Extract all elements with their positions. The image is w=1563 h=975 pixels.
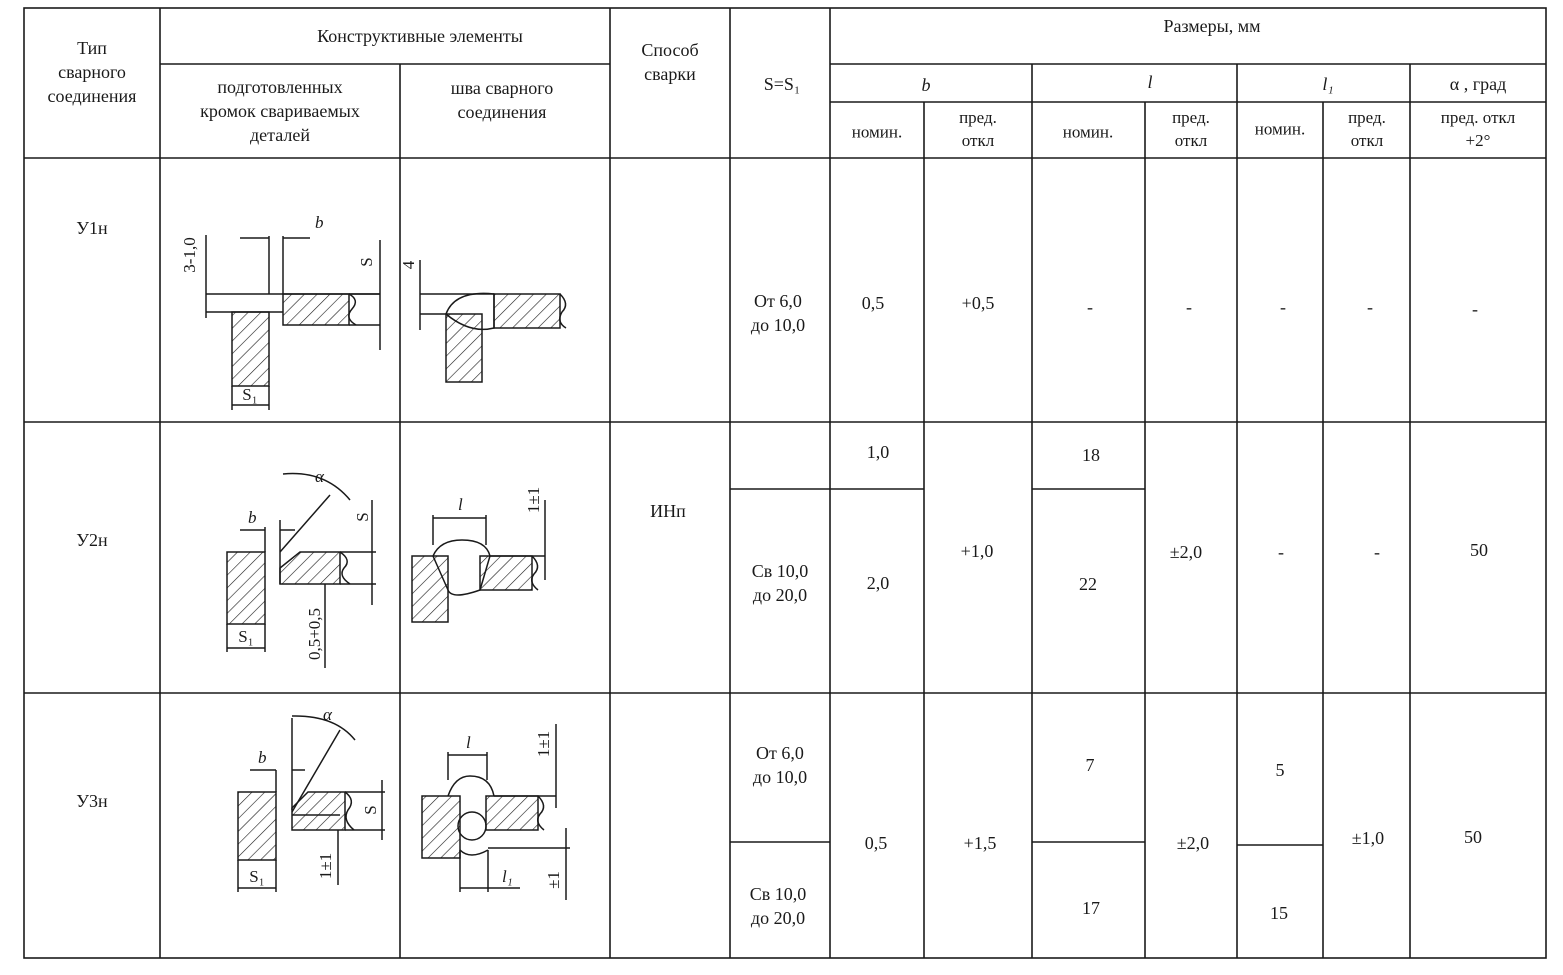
header-method: Способ сварки: [641, 40, 699, 84]
header-b-dev: пред. откл: [959, 108, 997, 150]
row1-thickness: От 6,0 до 10,0: [750, 291, 806, 335]
sketch-u3-pm1-bottom: ±1: [544, 871, 563, 889]
row2-l1-dev: -: [1374, 542, 1380, 562]
sketch-u1-four: 4: [399, 260, 418, 269]
row2-l-dev: ±2,0: [1169, 542, 1203, 562]
sketch-u3-weld: [421, 724, 570, 900]
sketch-u3-pm1: 1±1: [316, 853, 335, 879]
sketch-u3-pm1-top: 1±1: [534, 731, 553, 757]
row1-l1-nom: -: [1280, 297, 1286, 317]
sketch-u3-b: b: [258, 748, 267, 767]
sketch-u3-s: S: [361, 805, 380, 814]
row2-b-dev: +1,0: [960, 541, 994, 561]
header-constructive: Конструктивные элементы: [317, 26, 523, 46]
header-dimensions: Размеры, мм: [1163, 16, 1261, 36]
sketch-u2-l: l: [458, 495, 463, 514]
method-value: ИНп: [650, 501, 686, 521]
header-param-l1: l₁: [1322, 74, 1334, 94]
sketch-u2-pm1: 1±1: [524, 487, 543, 513]
row1-l1-dev: -: [1367, 297, 1373, 317]
sketch-u2-prepared: [226, 472, 376, 668]
row1-type: У1н: [76, 218, 108, 238]
sketch-u2-s: S: [353, 512, 372, 521]
header-type: Тип сварного соединения: [47, 38, 137, 106]
header-l-dev: пред. откл: [1172, 108, 1210, 150]
row2-thickness: Св 10,0 до 20,0: [751, 561, 809, 605]
row3-b-dev: +1,5: [963, 833, 997, 853]
row2-type: У2н: [76, 530, 108, 550]
header-prepared-edges: подготовленных кромок свариваемых детале…: [200, 77, 360, 145]
row3-b-nom: 0,5: [864, 833, 888, 853]
header-weld-seam: шва сварного соединения: [450, 78, 554, 122]
sketch-u3-l: l: [466, 733, 471, 752]
sketch-u1-dim-3-1: 3-1,0: [180, 237, 199, 272]
row3-type: У3н: [76, 791, 108, 811]
row2-b-nom-2: 2,0: [866, 573, 890, 593]
row3-alpha: 50: [1464, 827, 1482, 847]
row2-l1-nom: -: [1278, 542, 1284, 562]
sketch-u2-s1: S₁: [238, 627, 253, 646]
header-param-b: b: [921, 75, 931, 95]
sketch-u1-weld: [419, 260, 567, 383]
sketch-u1-s1: S₁: [242, 385, 257, 404]
row1-b-dev: +0,5: [961, 293, 995, 313]
sketch-u1-b: b: [315, 213, 324, 232]
header-l1-nom: номин.: [1254, 119, 1306, 139]
row2-l-nom-1: 18: [1082, 445, 1100, 465]
row1-l-nom: -: [1087, 297, 1093, 317]
row1-l-dev: -: [1186, 297, 1192, 317]
row3-l-nom-2: 17: [1082, 898, 1100, 918]
row3-thickness-2: Св 10,0 до 20,0: [749, 884, 807, 928]
header-param-l: l: [1147, 72, 1153, 92]
sketch-u3-s1: S₁: [249, 867, 264, 886]
sketch-u3-prepared: [237, 715, 385, 892]
sketch-u2-alpha: α: [315, 467, 325, 486]
row1-b-nom: 0,5: [861, 293, 885, 313]
row2-alpha: 50: [1470, 540, 1488, 560]
header-b-nom: номин.: [851, 122, 903, 142]
header-alpha-dev: пред. откл +2°: [1440, 108, 1516, 150]
sketch-u3-alpha: α: [323, 705, 333, 724]
header-param-alpha: α , град: [1449, 74, 1507, 94]
row3-l1-nom-1: 5: [1275, 760, 1285, 780]
sketch-u2-gap: 0,5+0,5: [305, 608, 324, 660]
sketch-u2-b: b: [248, 508, 257, 527]
sketch-u1-s: S: [357, 257, 376, 266]
header-thickness: S=S₁: [763, 74, 801, 94]
row3-l1-nom-2: 15: [1270, 903, 1288, 923]
row3-thickness-1: От 6,0 до 10,0: [752, 743, 808, 787]
row3-l-nom-1: 7: [1085, 755, 1095, 775]
sketch-u1-prepared: [205, 235, 381, 410]
row3-l1-dev: ±1,0: [1351, 828, 1385, 848]
row2-l-nom-2: 22: [1079, 574, 1097, 594]
row3-l-dev: ±2,0: [1176, 833, 1210, 853]
row2-b-nom-1: 1,0: [866, 442, 890, 462]
header-l1-dev: пред. откл: [1348, 108, 1386, 150]
row1-alpha: -: [1472, 299, 1478, 319]
sketch-u2-weld: [411, 500, 546, 623]
sketch-u3-l1: l₁: [502, 867, 513, 886]
header-l-nom: номин.: [1062, 122, 1114, 142]
